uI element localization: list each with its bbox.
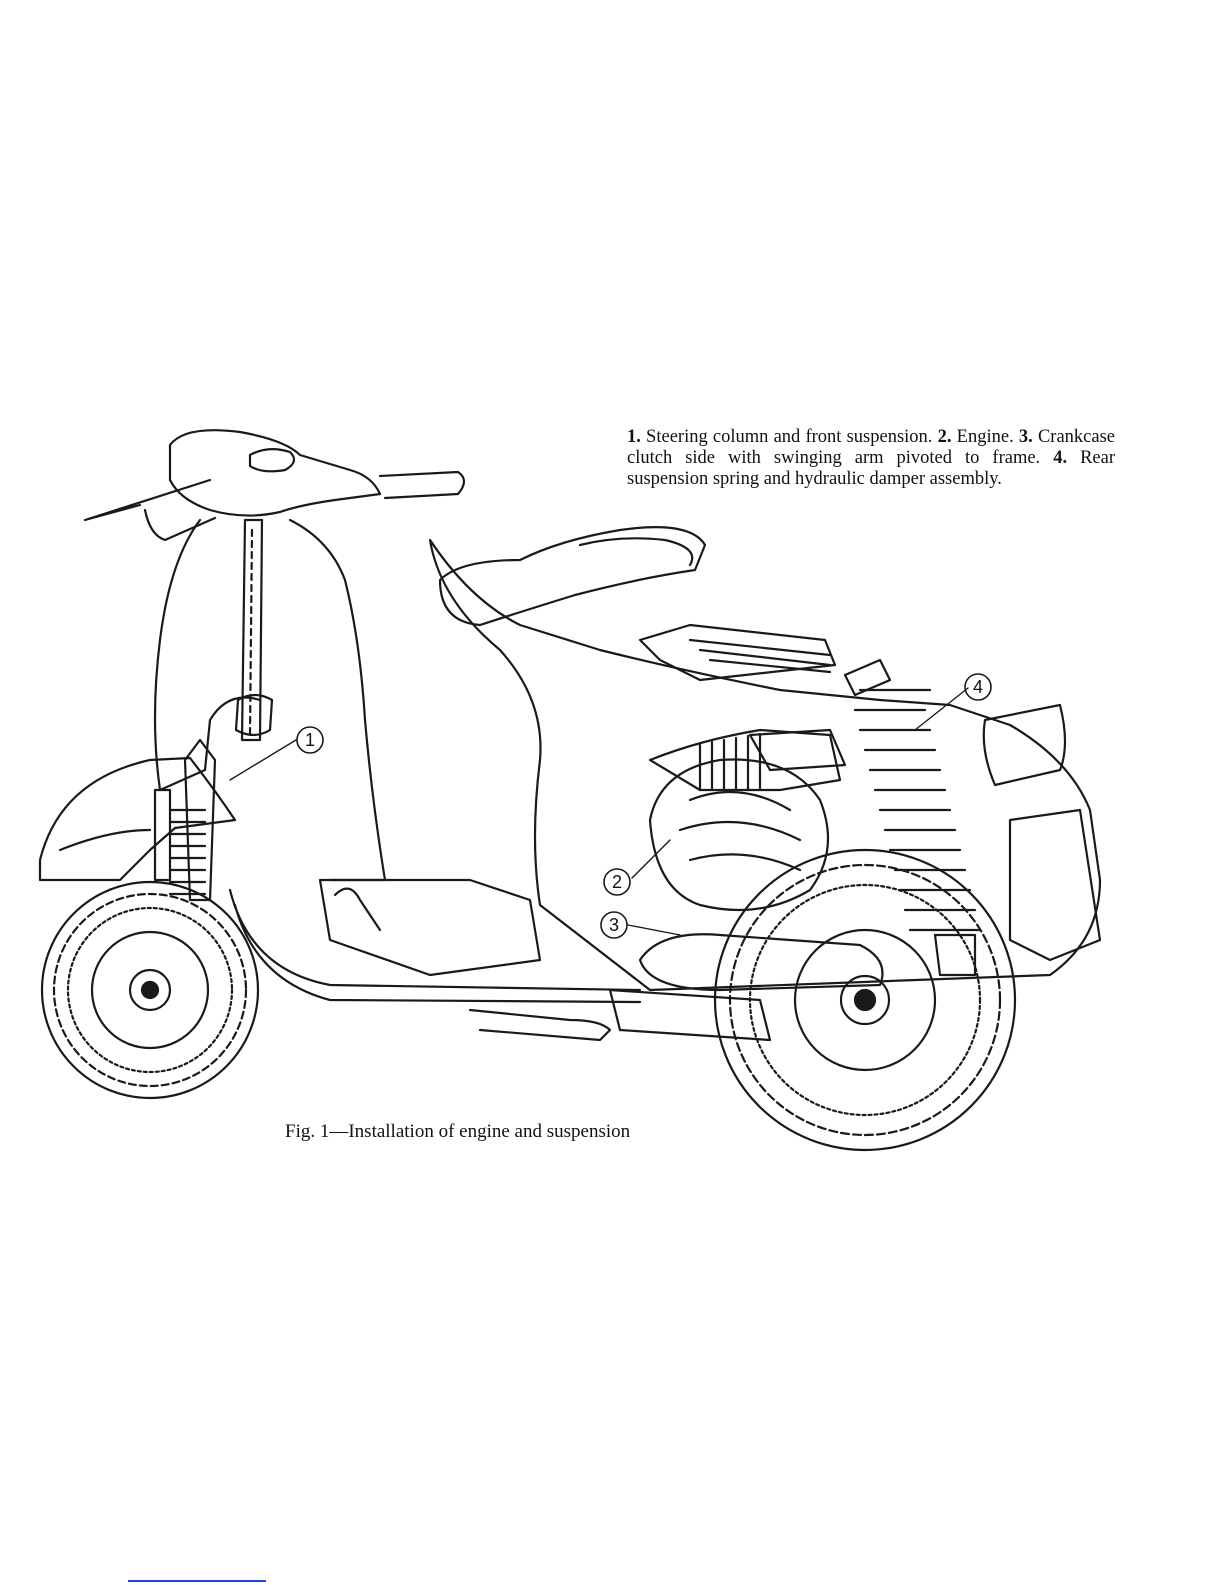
- bottom-rule: [128, 1580, 266, 1582]
- flywheel-cover: [650, 760, 828, 911]
- tail-light: [984, 705, 1065, 785]
- left-lever: [85, 480, 210, 520]
- right-grip: [380, 472, 464, 498]
- front-fork: [185, 740, 215, 900]
- callout-label-4: 4: [973, 677, 983, 697]
- callout-label-2: 2: [612, 872, 622, 892]
- floorboard: [320, 880, 540, 975]
- callout-label-1: 1: [305, 730, 315, 750]
- rear-spring: [855, 690, 980, 930]
- left-grip: [145, 510, 215, 540]
- front-mudguard: [40, 758, 235, 880]
- frame-rail: [230, 890, 640, 1002]
- seat: [440, 527, 705, 625]
- handlebar-headset: [170, 430, 380, 515]
- figure-caption: Fig. 1—Installation of engine and suspen…: [285, 1121, 630, 1143]
- kick-pedal: [470, 1010, 610, 1040]
- leader-line-3: [628, 925, 680, 935]
- exhaust-silencer: [610, 990, 770, 1040]
- headlight-cowl: [250, 449, 294, 471]
- body-panel: [430, 540, 1100, 990]
- callout-label-3: 3: [609, 915, 619, 935]
- leader-line-1: [230, 740, 296, 780]
- leader-line-2: [632, 840, 670, 878]
